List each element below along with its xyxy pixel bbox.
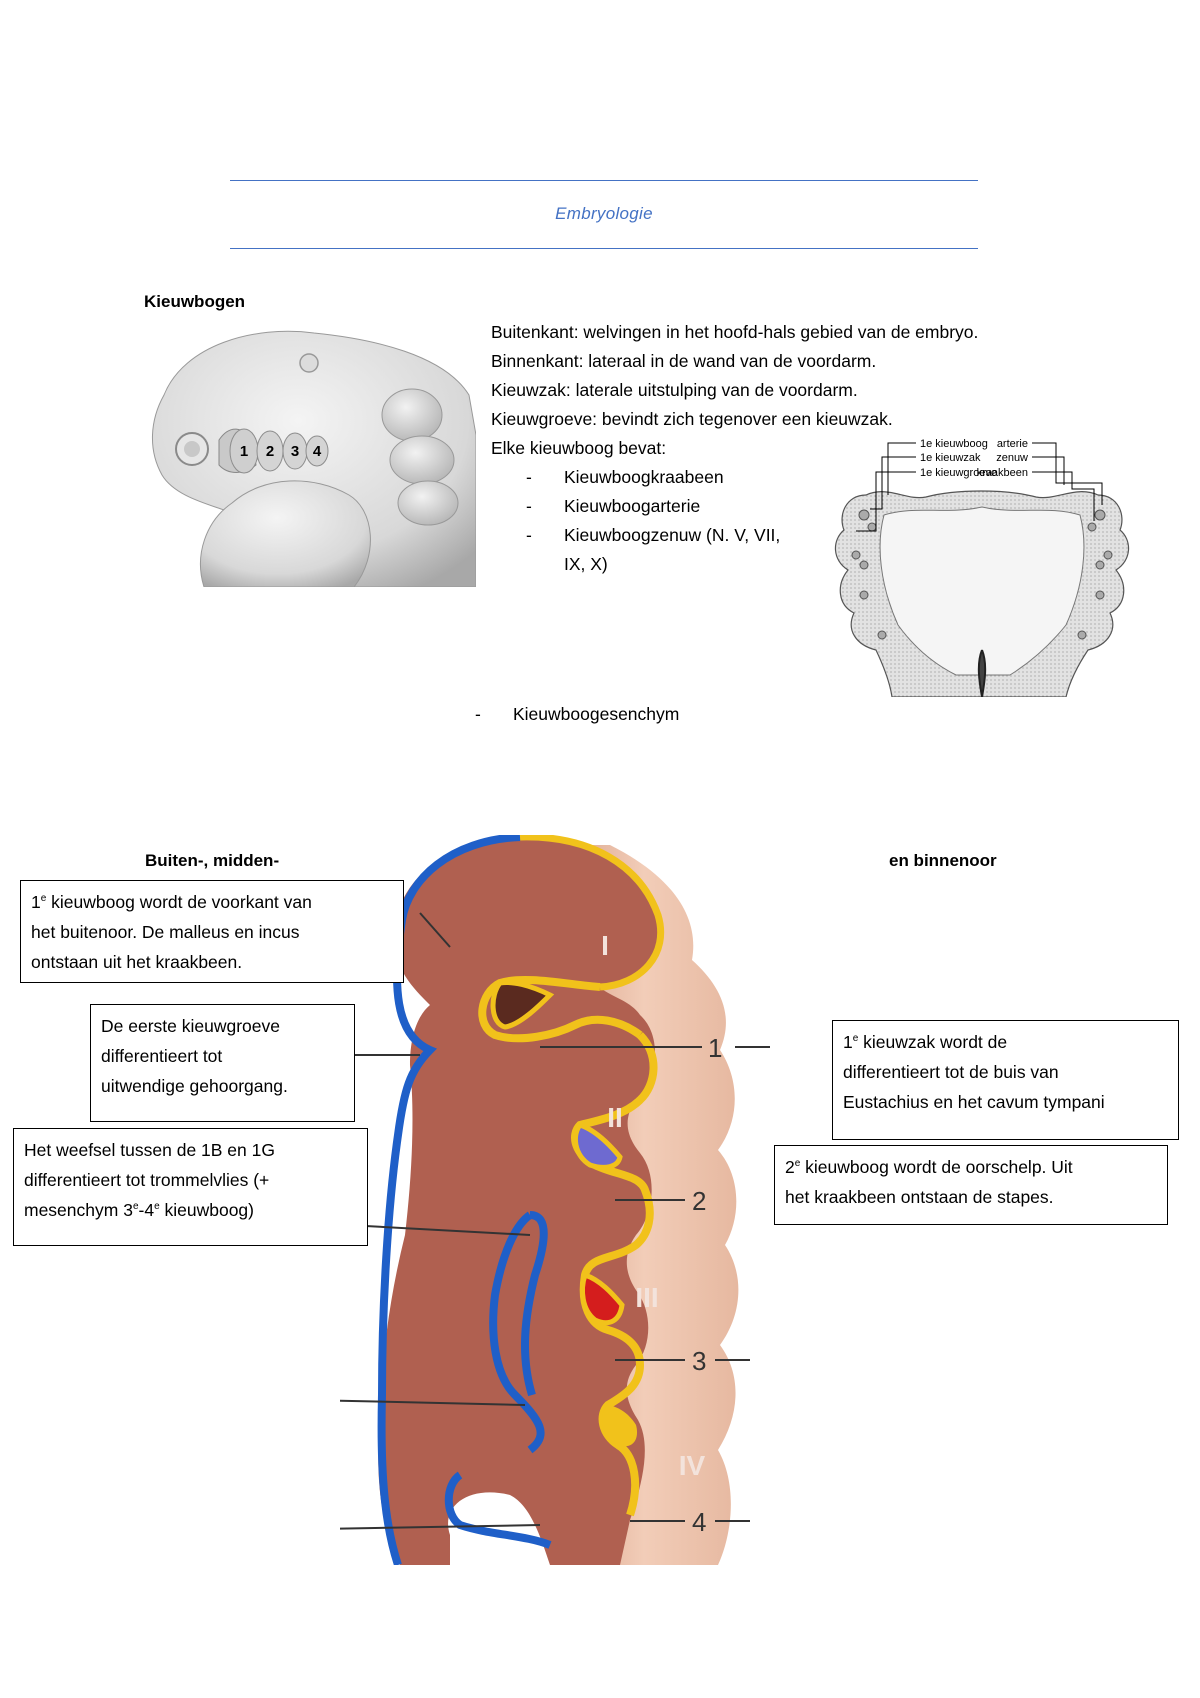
embryo-label-4: 4: [313, 443, 322, 460]
annotation-box-trommelvlies: Het weefsel tussen de 1B en 1G different…: [13, 1128, 368, 1246]
box4-line3: Eustachius en het cavum tympani: [843, 1092, 1105, 1112]
bullet-zenuw: Kieuwboogzenuw (N. V, VII,: [564, 525, 781, 545]
bullet-dash: -: [475, 704, 481, 724]
diagram-label-kieuwzak: 1e kieuwzak: [920, 452, 981, 464]
text-buitenkant: Buitenkant: welvingen in het hoofd-hals …: [491, 322, 979, 342]
arch-numeral-I: I: [601, 930, 609, 961]
box3-line2: differentieert tot trommelvlies (+: [24, 1170, 270, 1190]
box1-sup: e: [40, 893, 47, 904]
box2-line3: uitwendige gehoorgang.: [101, 1076, 288, 1096]
box4-sup: e: [852, 1033, 859, 1044]
box5-ordinal: 2: [785, 1157, 795, 1177]
annotation-box-2e-kieuwboog: 2e kieuwboog wordt de oorschelp. Uit het…: [774, 1145, 1168, 1225]
box1-ordinal: 1: [31, 892, 41, 912]
box4-line1: kieuwzak wordt de: [858, 1032, 1008, 1052]
annotation-box-1e-kieuwboog: 1e kieuwboog wordt de voorkant van het b…: [20, 880, 404, 983]
embryo-illustration: 1 2 3 4: [152, 330, 476, 587]
box3-line3c: kieuwboog): [159, 1200, 254, 1220]
box1-line2: het buitenoor. De malleus en incus: [31, 922, 300, 942]
embryo-label-2: 2: [266, 443, 274, 460]
right-number-3: 3: [692, 1346, 706, 1376]
box4-ordinal: 1: [843, 1032, 853, 1052]
bullet-dash: -: [526, 525, 532, 545]
arch-numeral-II: II: [607, 1102, 623, 1133]
box2-line1: De eerste kieuwgroeve: [101, 1016, 280, 1036]
annotation-box-kieuwgroeve: De eerste kieuwgroeve differentieert tot…: [90, 1004, 355, 1122]
box3-sup1: e: [132, 1201, 139, 1212]
box4-line2: differentieert tot de buis van: [843, 1062, 1059, 1082]
section-heading-buiten-midden: Buiten-, midden-: [145, 851, 280, 870]
pharyngeal-arch-diagram: 1e kieuwboog 1e kieuwzak 1e kieuwgroeve …: [834, 438, 1130, 697]
section-heading-binnenoor: en binnenoor: [889, 851, 997, 870]
bullet-dash: -: [526, 467, 532, 487]
header-rule-top: [230, 180, 978, 181]
diagram-label-arterie: arterie: [997, 438, 1028, 450]
box5-sup: e: [794, 1158, 801, 1169]
text-kieuwgroeve: Kieuwgroeve: bevindt zich tegenover een …: [491, 409, 893, 429]
header-title: Embryologie: [555, 204, 653, 223]
right-number-2: 2: [692, 1186, 706, 1216]
bullet-kraakbeen: Kieuwboogkraabeen: [564, 467, 724, 487]
box3-line1: Het weefsel tussen de 1B en 1G: [24, 1140, 275, 1160]
bullet-mesenchym: Kieuwboogesenchym: [513, 704, 680, 724]
bullet-dash: -: [526, 496, 532, 516]
right-number-4: 4: [692, 1507, 706, 1537]
bullet-arterie: Kieuwboogarterie: [564, 496, 701, 516]
section-heading-kieuwbogen: Kieuwbogen: [144, 292, 246, 311]
embryo-label-1: 1: [240, 443, 248, 460]
box5-line2: het kraakbeen ontstaan de stapes.: [785, 1187, 1054, 1207]
arch-numeral-IV: IV: [679, 1450, 706, 1481]
diagram-label-zenuw: zenuw: [996, 452, 1028, 464]
box3-line3a: mesenchym 3: [24, 1200, 133, 1220]
box3-line3b: -4: [138, 1200, 155, 1220]
box1-line1: kieuwboog wordt de voorkant van: [46, 892, 312, 912]
right-number-1: 1: [708, 1033, 722, 1063]
diagram-label-kraakbeen: kraakbeen: [977, 467, 1028, 479]
text-elke-kieuwboog: Elke kieuwboog bevat:: [491, 438, 667, 458]
arch-numeral-III: III: [635, 1282, 658, 1313]
box5-line1: kieuwboog wordt de oorschelp. Uit: [800, 1157, 1073, 1177]
box2-line2: differentieert tot: [101, 1046, 223, 1066]
text-binnenkant: Binnenkant: lateraal in de wand van de v…: [491, 351, 877, 371]
diagram-label-kieuwgroeve: 1e kieuwgroeve: [920, 467, 997, 479]
diagram-label-kieuwboog: 1e kieuwboog: [920, 438, 988, 450]
branchial-arches-figure: 1 2 3 4 1 2 3 4 I II III IV: [340, 835, 770, 1565]
bullet-zenuw-cont: IX, X): [564, 554, 608, 574]
annotation-box-1e-kieuwzak: 1e kieuwzak wordt de differentieert tot …: [832, 1020, 1179, 1140]
box1-line3: ontstaan uit het kraakbeen.: [31, 952, 243, 972]
box3-sup2: e: [154, 1201, 160, 1212]
header-rule-bottom: [230, 248, 978, 249]
embryo-label-3: 3: [291, 443, 299, 460]
text-kieuwzak: Kieuwzak: laterale uitstulping van de vo…: [491, 380, 858, 400]
